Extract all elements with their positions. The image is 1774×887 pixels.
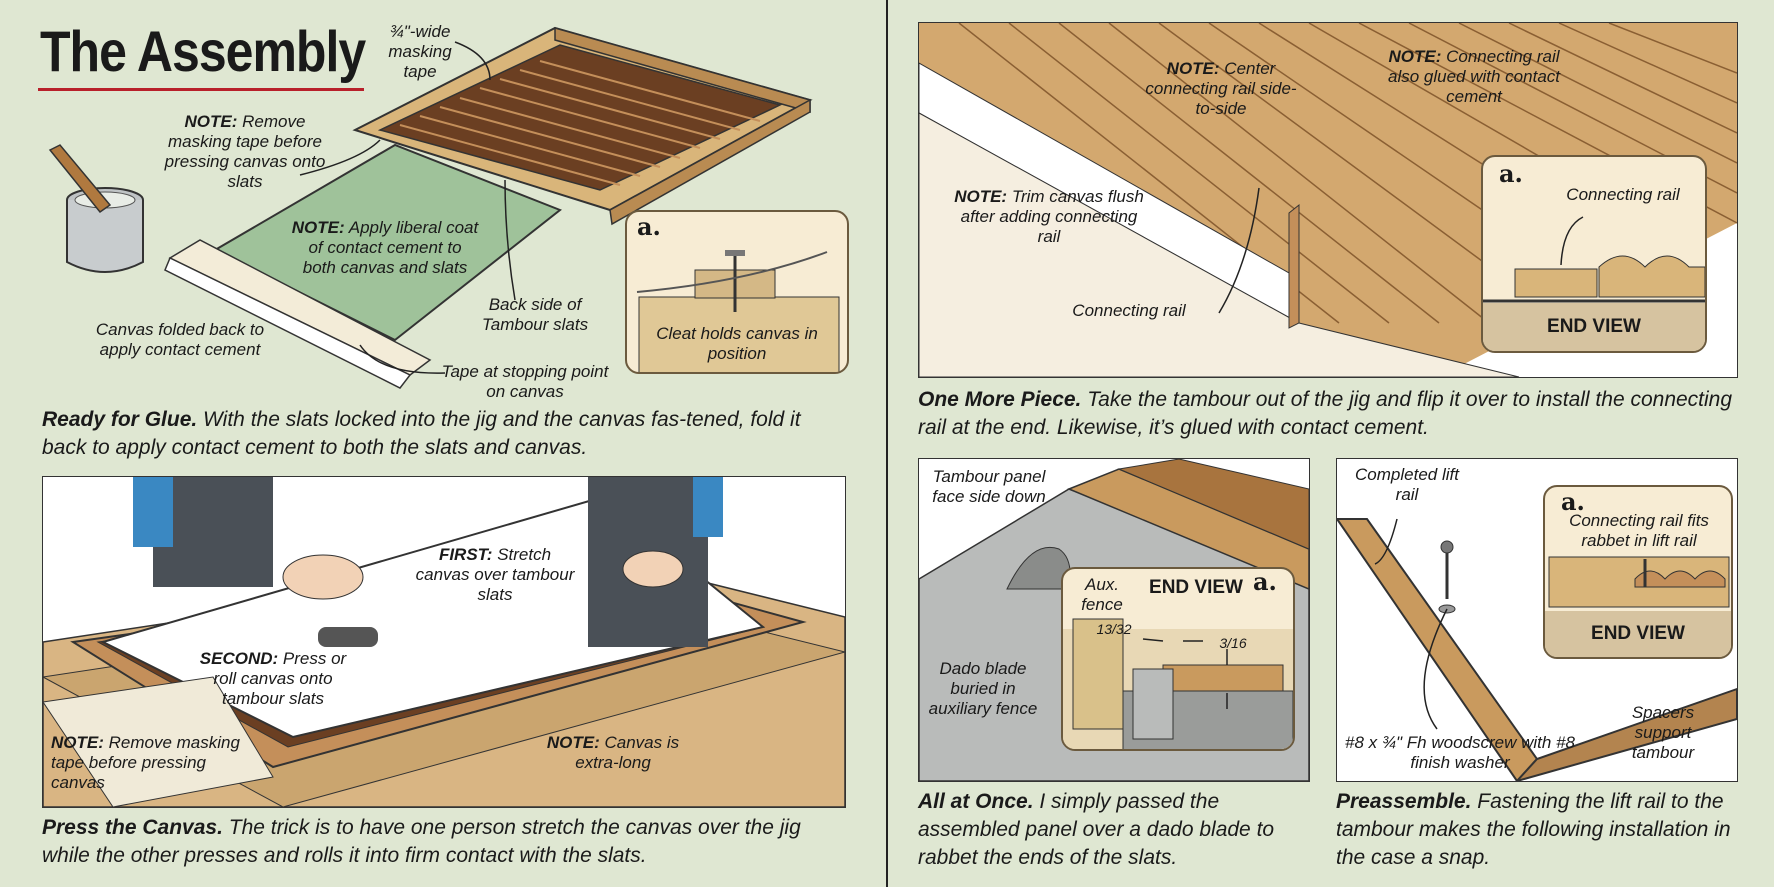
note-center-rail: NOTE: Center connecting rail side-to-sid… [1145, 59, 1297, 118]
ready-for-glue-illustration [48, 26, 813, 389]
dimension-13-32: 13/32 [1096, 621, 1132, 637]
label-woodscrew: #8 x ¾" Fh woodscrew with #8 finish wash… [1345, 733, 1575, 772]
one-more-piece-illustration: NOTE: Center connecting rail side-to-sid… [918, 22, 1738, 378]
inset-label-cleat: Cleat holds canvas in position [656, 324, 818, 363]
label-aux-fence: Aux. fence [1081, 575, 1123, 614]
preassemble-illustration: Completed lift rail #8 x ¾" Fh woodscrew… [1336, 458, 1738, 782]
inset-dado-end-view: a. Aux. fence END VIEW 13/32 3/16 [1061, 567, 1295, 751]
note-remove-tape: NOTE: Remove masking tape before pressin… [164, 112, 326, 191]
label-connecting-rail: Connecting rail [1072, 301, 1186, 320]
title-underline [38, 88, 364, 91]
inset-lift-rail-end-view: a. Connecting rail fits rabbet in lift r… [1543, 485, 1733, 659]
caption-all-at-once: All at Once. I simply passed the assembl… [918, 790, 1275, 869]
rail-end-view-drawing [1483, 216, 1705, 303]
note-first: FIRST: Stretch canvas over tambour slats [415, 545, 575, 604]
note-rail-glued: NOTE: Connecting rail also glued with co… [1388, 47, 1560, 106]
label-tambour-panel: Tambour panel face side down [932, 467, 1046, 506]
inset-letter: a. [1253, 567, 1277, 596]
caption-press-canvas: Press the Canvas. The trick is to have o… [42, 816, 801, 867]
inset-letter: a. [1561, 487, 1585, 516]
note-remove-canvas: NOTE: Remove masking tape before pressin… [51, 733, 240, 792]
caption-one-more-piece: One More Piece. Take the tambour out of … [918, 388, 1733, 439]
press-canvas-drawing [43, 477, 845, 807]
inset-letter: a. [1499, 159, 1523, 188]
label-back-side: Back side of Tambour slats [481, 295, 589, 334]
assembly-jig [352, 26, 813, 226]
inset-end-view-rail: a. Connecting rail END VIEW [1481, 155, 1707, 353]
all-at-once-illustration: Tambour panel face side down Dado blade … [918, 458, 1310, 782]
label-canvas-folded: Canvas folded back to apply contact ceme… [95, 320, 265, 359]
end-view-label: END VIEW [1545, 611, 1731, 657]
inset-letter: a. [637, 212, 661, 241]
note-apply-coat: NOTE: Apply liberal coat of contact ceme… [291, 218, 479, 277]
label-spacers: Spacers support tambour [1631, 703, 1695, 762]
press-canvas-illustration: FIRST: Stretch canvas over tambour slats… [42, 476, 846, 808]
end-view-label: END VIEW [1483, 303, 1705, 351]
note-extra-long: NOTE: Canvas is extra-long [546, 733, 680, 772]
dimension-3-16: 3/16 [1219, 635, 1247, 651]
cleat-detail-drawing [636, 250, 840, 372]
label-tape-stopping: Tape at stopping point on canvas [441, 362, 609, 401]
label-masking-tape: ¾"-wide masking tape [388, 22, 452, 81]
end-view-label: END VIEW [1149, 577, 1243, 598]
inset-cleat: a. Cleat holds canvas in position [625, 210, 849, 374]
caption-ready-for-glue: Ready for Glue. With the slats locked in… [42, 408, 801, 459]
inset-label-connecting-rail: Connecting rail [1566, 185, 1680, 204]
note-second: SECOND: Press or roll canvas onto tambou… [199, 649, 347, 708]
note-trim-canvas: NOTE: Trim canvas flush after adding con… [954, 187, 1144, 246]
label-dado-blade: Dado blade buried in auxiliary fence [928, 659, 1038, 718]
caption-preassemble: Preassemble. Fastening the lift rail to … [1336, 790, 1731, 869]
dado-end-view-drawing [1063, 618, 1293, 749]
page-divider [886, 0, 888, 887]
contact-cement-can-icon [48, 144, 144, 273]
label-completed-lift-rail: Completed lift rail [1355, 465, 1459, 504]
inset-label-connecting-rail-fits: Connecting rail fits rabbet in lift rail [1569, 511, 1709, 550]
lift-rail-end-view-drawing [1548, 556, 1730, 608]
page-title: The Assembly [40, 19, 366, 84]
